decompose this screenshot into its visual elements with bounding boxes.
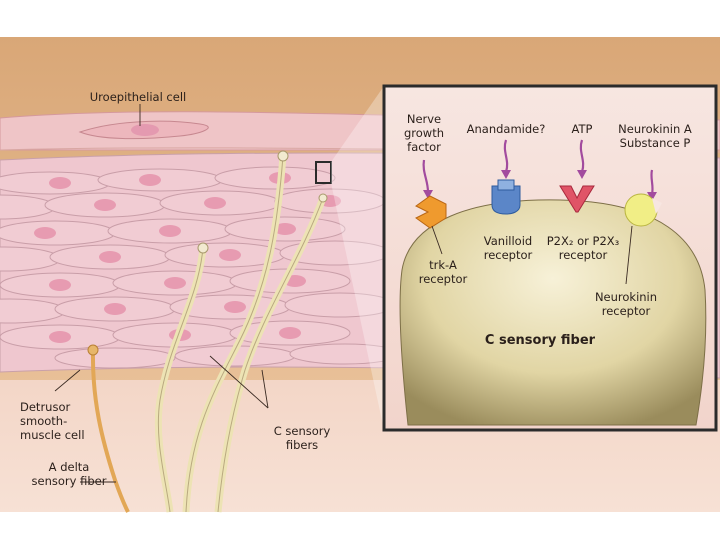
a-delta-fiber [90, 349, 130, 513]
c-fiber-endings [197, 150, 328, 254]
c-fibers-label: C sensory fibers [273, 424, 331, 452]
ligand-arrows [422, 139, 654, 195]
c-sensory-fiber-title: C sensory fiber [484, 333, 596, 348]
trka-receptor-icon [415, 195, 447, 229]
c-fiber-cross-section [399, 199, 707, 426]
p2x-receptor-label: P2X₂ or P2X₃ receptor [546, 234, 620, 262]
atp-label: ATP [571, 122, 593, 136]
vanilloid-receptor-icon [491, 185, 521, 215]
zoom-box [315, 161, 332, 184]
p2x-receptor-icon [559, 185, 595, 213]
vanilloid-receptor-label: Vanilloid receptor [483, 234, 533, 262]
trka-receptor-label: trk-A receptor [418, 258, 468, 286]
uroepithelial-cell-label: Uroepithelial cell [89, 90, 187, 104]
a-delta-label: A delta sensory fiber [31, 460, 107, 488]
anandamide-label: Anandamide? [466, 122, 546, 136]
neurokinin-receptor-label: Neurokinin receptor [594, 290, 658, 318]
neurokinin-ligand-label: Neurokinin A Substance P [618, 122, 692, 150]
ngf-label: Nerve growth factor [403, 112, 444, 154]
c-fibers [154, 155, 327, 513]
ligand-arrowheads [423, 170, 657, 201]
zoom-connector [331, 86, 384, 430]
leader-lines [54, 104, 269, 483]
uroepithelial-nucleus [131, 124, 159, 136]
muscle-nuclei [34, 172, 341, 343]
receptor-leaders [431, 225, 633, 285]
detrusor-label: Detrusor smooth- muscle cell [20, 400, 85, 442]
a-delta-ending [87, 344, 99, 356]
